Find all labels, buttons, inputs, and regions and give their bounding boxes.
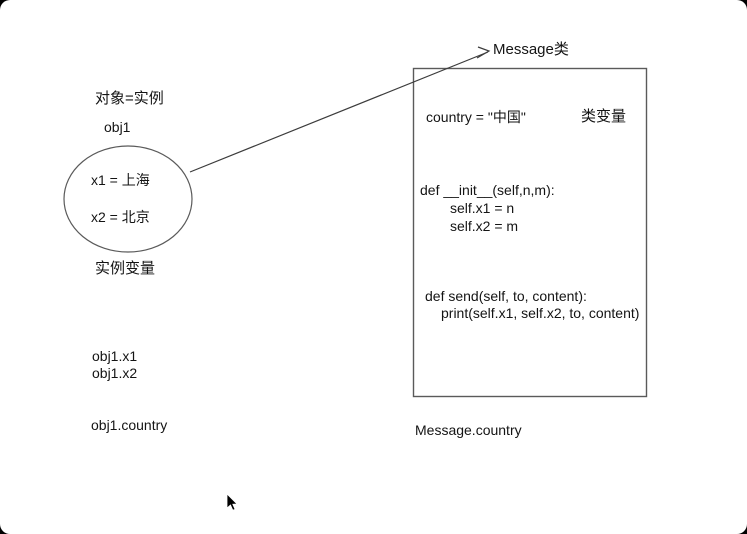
send-def-line: def send(self, to, content): [425,288,587,304]
instance-var-x1: x1 = 上海 [91,172,150,188]
class-var-line: country = "中国" [426,109,526,125]
init-def-line: def __init__(self,n,m): [420,182,555,198]
instance-vars-label: 实例变量 [95,260,156,277]
access-obj1-x1: obj1.x1 [92,348,138,364]
access-obj1-x2: obj1.x2 [92,365,138,381]
object-equals-instance-label: 对象=实例 [95,90,164,107]
send-body-line: print(self.x1, self.x2, to, content) [441,305,640,321]
instance-ellipse [63,145,193,253]
instance-name-label: obj1 [104,119,131,135]
init-body-line1: self.x1 = n [450,200,515,216]
instance-var-x2: x2 = 北京 [91,209,150,225]
access-message-country: Message.country [415,422,522,438]
class-box-outline [412,67,648,398]
class-title: Message类 [493,41,569,58]
class-var-label: 类变量 [581,108,627,125]
init-body-line2: self.x2 = m [450,218,519,234]
access-obj1-country: obj1.country [91,417,168,433]
instance-to-class-arrow [189,46,491,173]
